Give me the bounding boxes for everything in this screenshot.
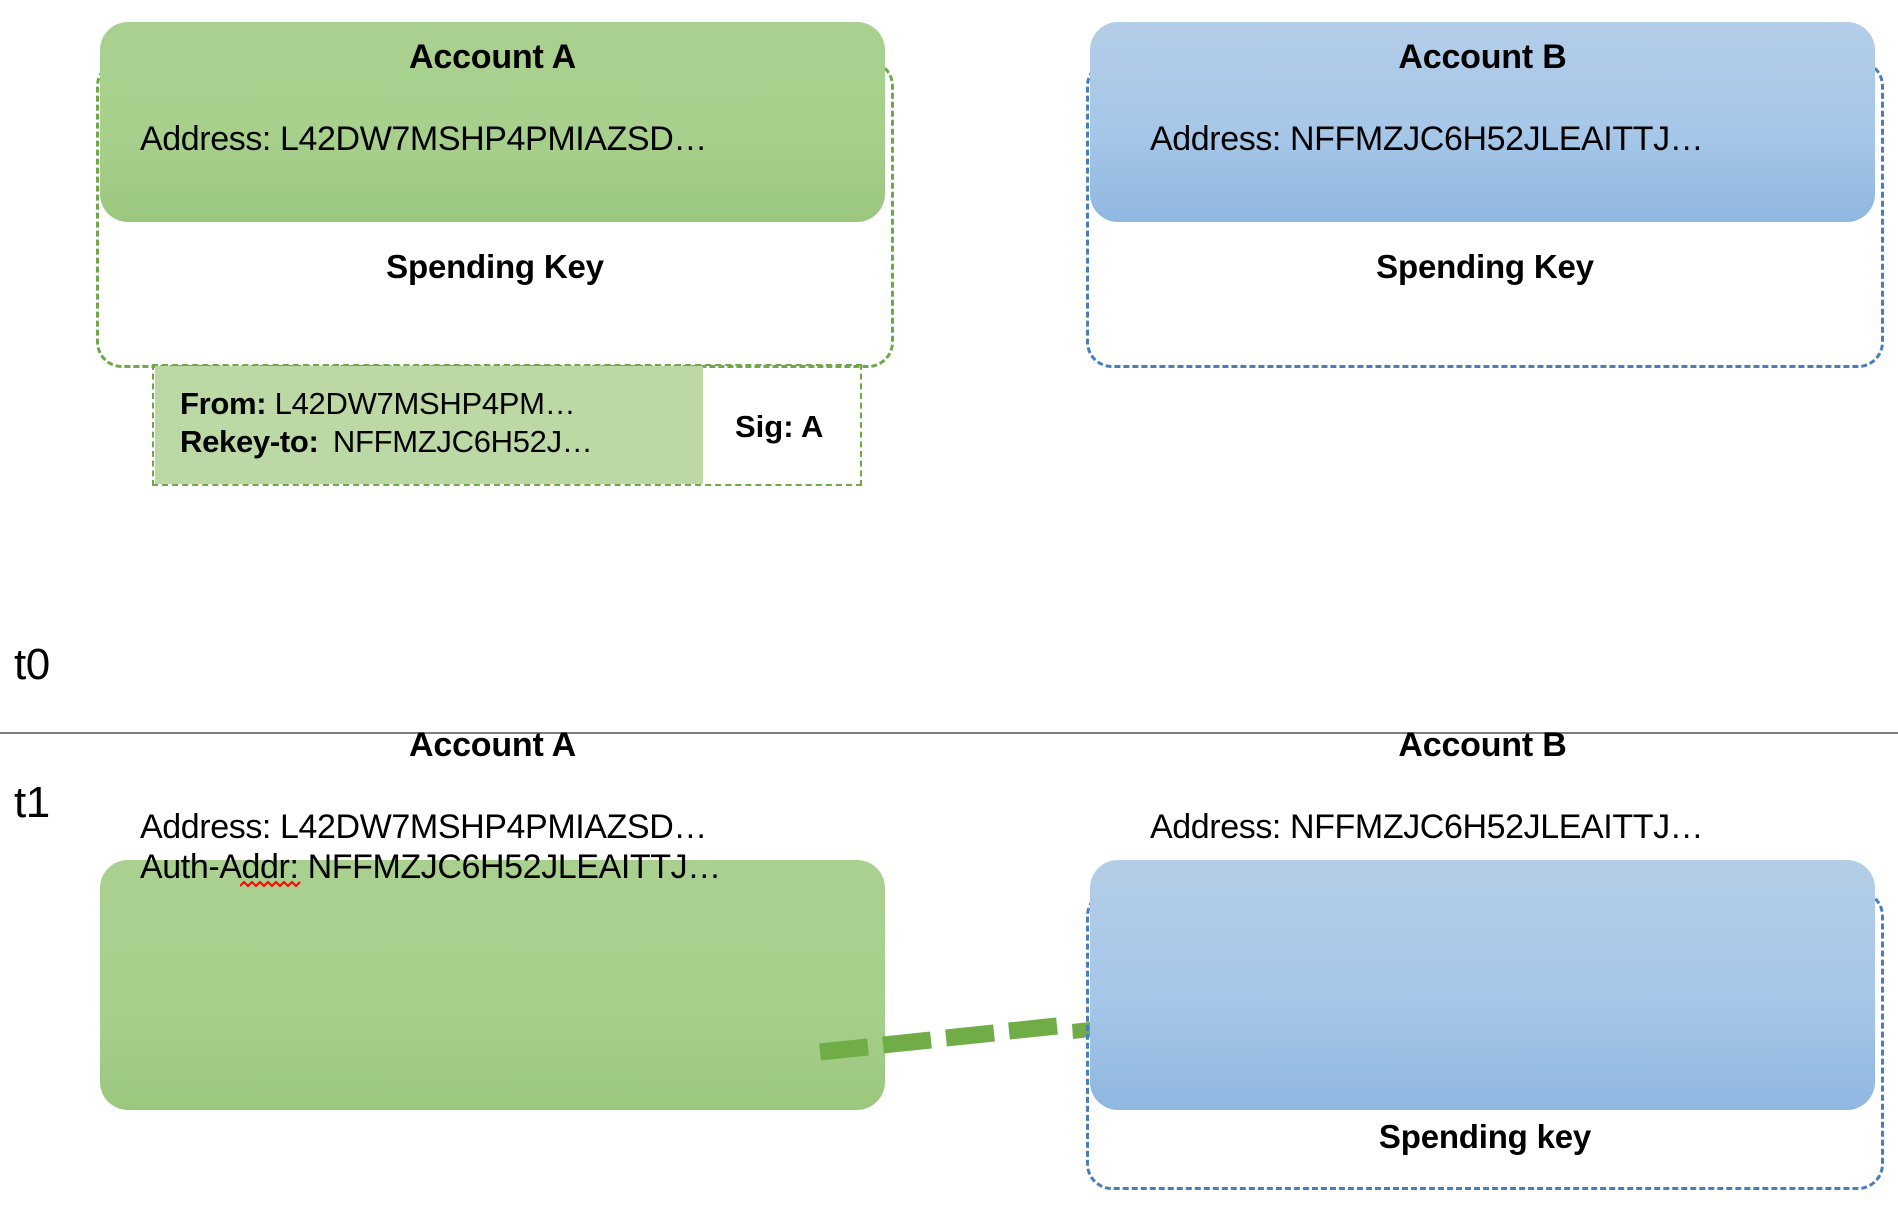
account-b-title-t1: Account B — [1398, 726, 1567, 764]
account-a-spending-key-label-t0: Spending Key — [386, 248, 604, 285]
rekey-to-row: Rekey-to: NFFMZJC6H52J… — [180, 424, 593, 460]
account-a-auth-addr-t1: Auth-Addr: NFFMZJC6H52JLEAITTJ… — [140, 848, 721, 886]
account-b-card-t0 — [1090, 22, 1875, 222]
rekey-transaction-box — [152, 364, 862, 486]
rekey-signature-label: Sig: A — [735, 409, 824, 444]
account-a-title-t0: Account A — [409, 38, 576, 76]
account-b-address-t0: Address: NFFMZJC6H52JLEAITTJ… — [1150, 120, 1704, 158]
account-b-title-t0: Account B — [1398, 38, 1567, 76]
spellcheck-squiggle-icon — [240, 880, 301, 888]
time-label-t1: t1 — [14, 778, 50, 827]
account-a-card-t1 — [100, 860, 885, 1110]
account-b-spending-key-label-t0: Spending Key — [1376, 248, 1594, 285]
rekey-to-value: NFFMZJC6H52J… — [332, 424, 593, 459]
account-a-title-t1: Account A — [409, 726, 576, 764]
rekey-from-value: L42DW7MSHP4PM… — [274, 386, 576, 421]
account-b-spending-key-label-t1: Spending key — [1378, 1118, 1592, 1155]
time-label-t0: t0 — [14, 640, 50, 689]
account-a-address-t1: Address: L42DW7MSHP4PMIAZSD… — [140, 808, 707, 846]
rekey-from-row: From: L42DW7MSHP4PM… — [180, 386, 576, 422]
timeline-divider — [0, 732, 1898, 734]
rekey-transaction-payload — [155, 366, 703, 484]
account-a-card-t0 — [100, 22, 885, 222]
rekey-from-label: From: — [180, 386, 267, 421]
account-b-address-t1: Address: NFFMZJC6H52JLEAITTJ… — [1150, 808, 1704, 846]
account-a-address-t0: Address: L42DW7MSHP4PMIAZSD… — [140, 120, 707, 158]
account-b-card-t1 — [1090, 860, 1875, 1110]
rekey-to-label: Rekey-to: — [180, 424, 319, 459]
